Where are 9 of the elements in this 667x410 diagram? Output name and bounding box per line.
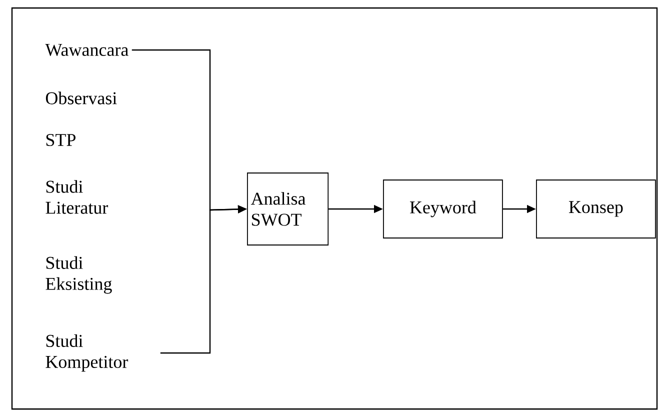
source-label: Wawancara	[45, 44, 128, 56]
source-label: STP	[46, 134, 76, 146]
source-label: Observasi	[46, 92, 117, 104]
process-box: Analisa SWOT	[247, 172, 329, 246]
source-label: Studi Kompetitor	[46, 334, 128, 372]
source-label: Studi Literatur	[46, 180, 108, 214]
process-box: Konsep	[536, 180, 656, 238]
source-label: Studi Eksisting	[46, 256, 112, 294]
process-box: Keyword	[383, 180, 503, 238]
